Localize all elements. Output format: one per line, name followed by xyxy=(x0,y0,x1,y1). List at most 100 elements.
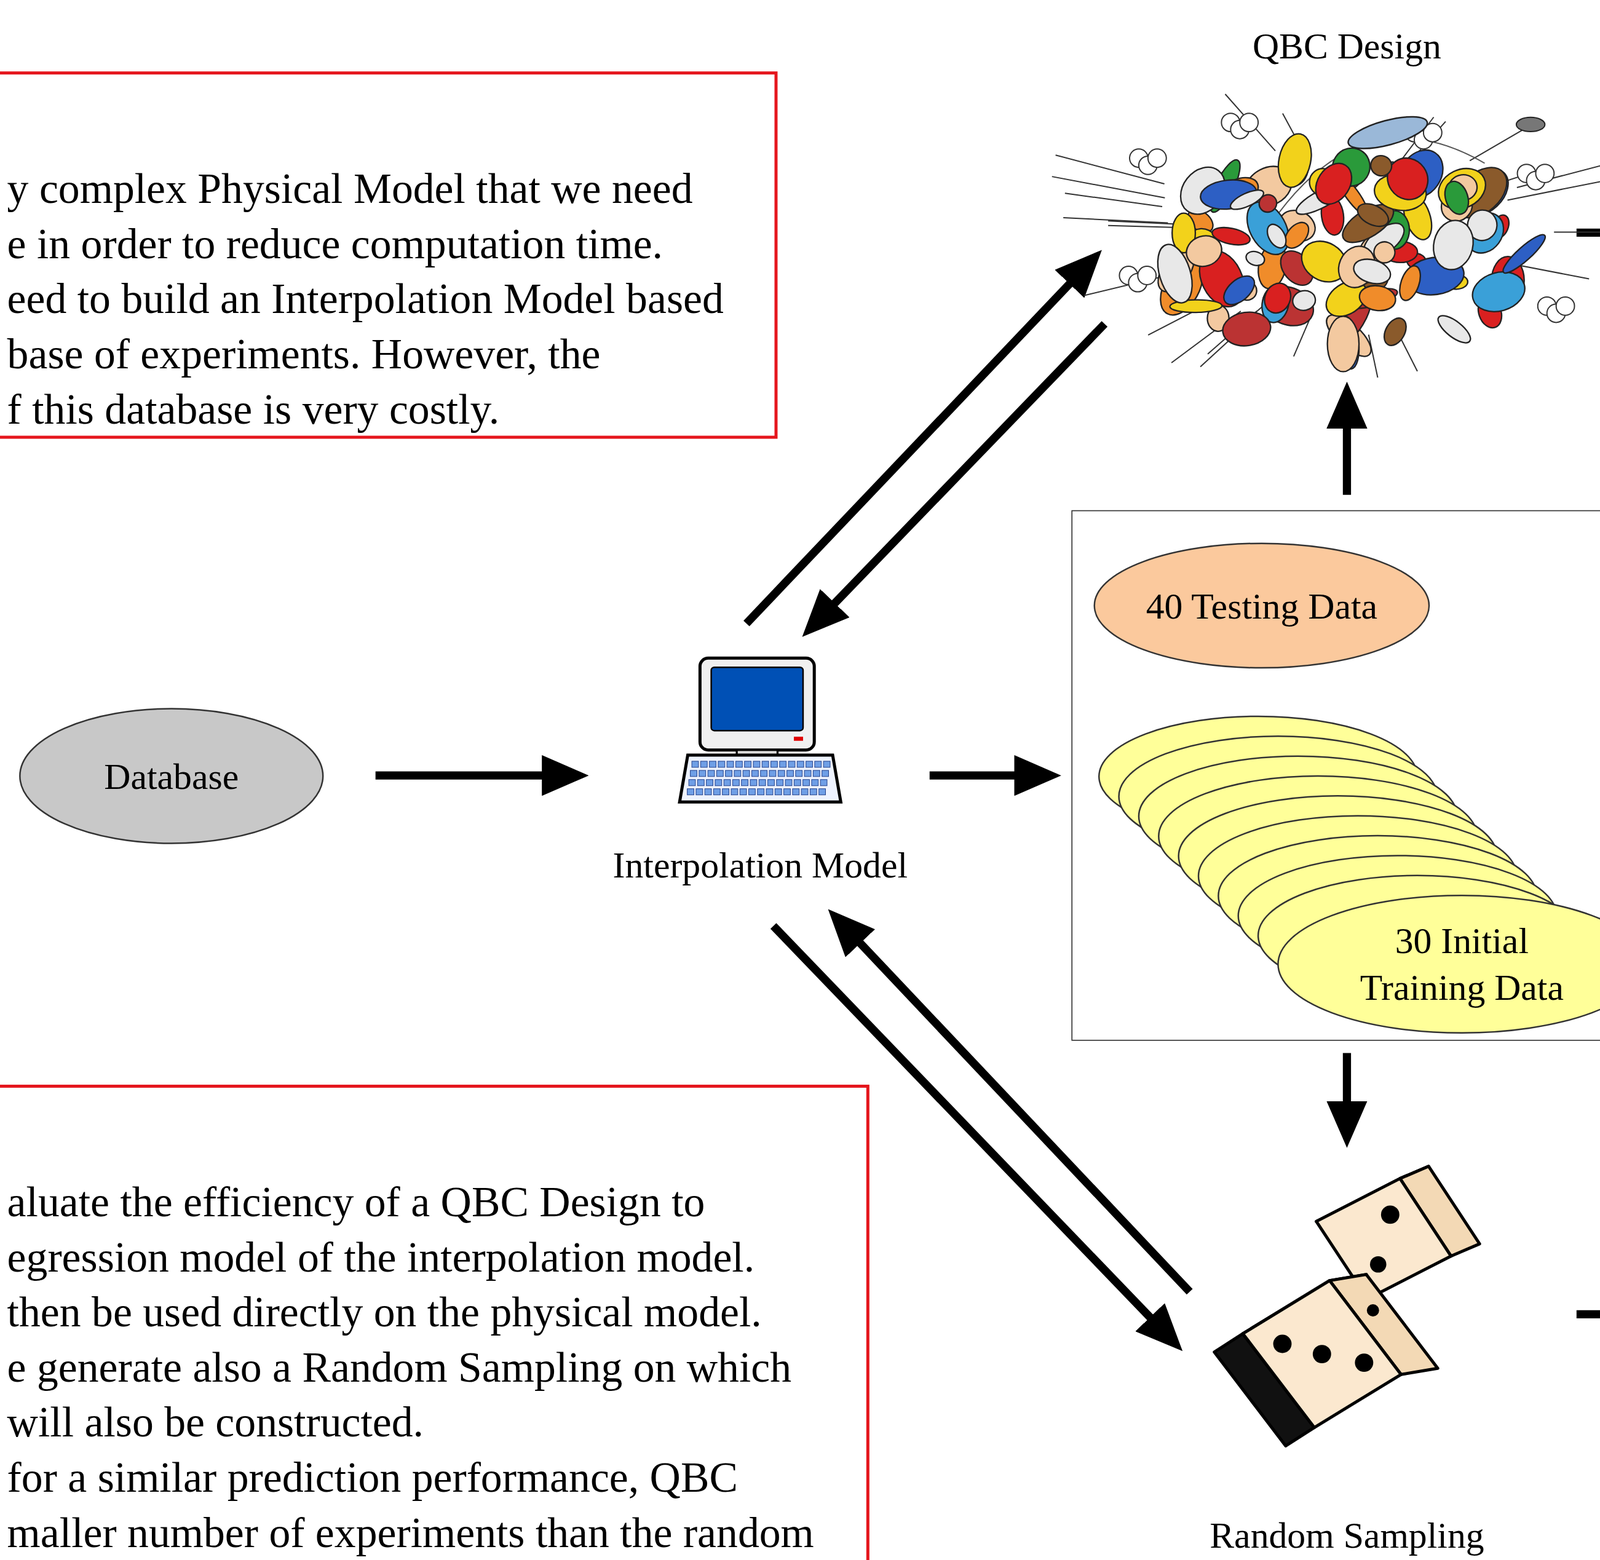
brawler-part xyxy=(1259,279,1296,318)
flying-fish xyxy=(1516,117,1545,132)
key xyxy=(804,770,812,777)
node-text: f this database is very costly. xyxy=(7,381,775,438)
key xyxy=(788,761,796,768)
key xyxy=(801,788,808,796)
key xyxy=(774,788,782,796)
brawler-part xyxy=(1379,314,1411,350)
key xyxy=(741,779,749,786)
key xyxy=(760,770,768,777)
key xyxy=(777,770,785,777)
computer-icon xyxy=(673,653,847,807)
key xyxy=(823,761,831,768)
key xyxy=(784,788,791,796)
node-text: Random Sampling xyxy=(1209,1515,1484,1556)
dust-cloud xyxy=(1556,297,1575,316)
key xyxy=(750,779,757,786)
key xyxy=(814,761,822,768)
key xyxy=(716,770,724,777)
brawler-part xyxy=(1327,316,1359,372)
key xyxy=(806,761,813,768)
key xyxy=(768,779,775,786)
motion-line xyxy=(1507,180,1600,200)
motion-line xyxy=(1368,334,1379,378)
flying-plate xyxy=(1345,110,1431,155)
dice-illustration xyxy=(1194,1157,1501,1454)
node-text: e in order to reduce computation time. xyxy=(7,216,775,272)
die-pip xyxy=(1381,1205,1400,1224)
flow-arrow xyxy=(1342,422,1351,496)
die-pip xyxy=(1370,1256,1387,1273)
brawler-part xyxy=(1227,186,1267,214)
key xyxy=(795,770,803,777)
ellipse-shape xyxy=(1277,895,1600,1034)
ellipse-outline xyxy=(1276,894,1600,1035)
monitor xyxy=(699,657,815,750)
key xyxy=(779,761,787,768)
key xyxy=(690,770,698,777)
flow-arrow xyxy=(375,771,548,780)
brawl-cartoon xyxy=(1117,102,1577,363)
key xyxy=(726,761,734,768)
node-text: 40 Testing Data xyxy=(1146,582,1378,630)
dust-cloud xyxy=(1239,113,1259,132)
key xyxy=(700,761,708,768)
power-light xyxy=(793,736,804,741)
data-ellipse: 30 Initial Training Data xyxy=(1276,894,1600,1035)
dust-cloud xyxy=(1535,164,1554,183)
keyboard xyxy=(679,755,841,802)
motion-line xyxy=(1553,231,1600,234)
brawler-part xyxy=(1433,311,1475,348)
key xyxy=(761,761,769,768)
key xyxy=(822,770,829,777)
figure-node: Random Sampling xyxy=(1194,1157,1501,1556)
motion-line xyxy=(1108,225,1173,228)
motion-line xyxy=(1065,193,1163,207)
key xyxy=(752,770,759,777)
key xyxy=(766,788,773,796)
node-text: Interpolation Model xyxy=(613,844,908,886)
brawler-part xyxy=(1308,156,1360,211)
key xyxy=(697,779,705,786)
node-text: base of experiments. However, the xyxy=(7,326,775,382)
node-text: y complex Physical Model that we need xyxy=(7,161,775,217)
brawler-part xyxy=(1367,152,1395,179)
dust-cloud xyxy=(1137,266,1157,285)
key xyxy=(739,788,747,796)
key xyxy=(803,779,810,786)
brawler-part xyxy=(1499,230,1550,278)
key xyxy=(744,761,752,768)
key xyxy=(796,761,804,768)
note-box: aluate the efficiency of a QBC Design to… xyxy=(0,1084,870,1560)
node-text: aluate the efficiency of a QBC Design to xyxy=(7,1174,867,1230)
key xyxy=(687,788,695,796)
brawler-part xyxy=(1273,130,1316,191)
key xyxy=(704,788,712,796)
key xyxy=(691,761,699,768)
dataset-frame: 40 Testing Data 30 Initial Training Data xyxy=(1071,510,1600,1042)
key xyxy=(725,770,733,777)
node-text: will also be constructed. xyxy=(7,1394,867,1450)
motion-line xyxy=(1063,217,1168,224)
key xyxy=(785,779,793,786)
figure-node: QBC Design xyxy=(1117,15,1577,368)
key xyxy=(748,788,756,796)
key xyxy=(699,770,706,777)
node-text: for a similar prediction performance, QB… xyxy=(7,1449,867,1506)
brawler-part xyxy=(1263,221,1291,252)
node-text: maller number of experiments than the ra… xyxy=(7,1505,867,1560)
key xyxy=(722,788,730,796)
key xyxy=(709,761,717,768)
key xyxy=(696,788,703,796)
brawler-part xyxy=(1151,240,1199,308)
data-ellipse: Database xyxy=(18,707,325,845)
brawler-part xyxy=(1244,249,1267,268)
flow-arrow xyxy=(929,771,1021,780)
ellipse-shape xyxy=(1094,543,1430,668)
flow-arrow xyxy=(746,279,1074,624)
key xyxy=(732,779,740,786)
key xyxy=(731,788,738,796)
key xyxy=(713,788,721,796)
key xyxy=(769,770,777,777)
brawler-part xyxy=(1220,309,1273,350)
screen xyxy=(711,667,804,731)
